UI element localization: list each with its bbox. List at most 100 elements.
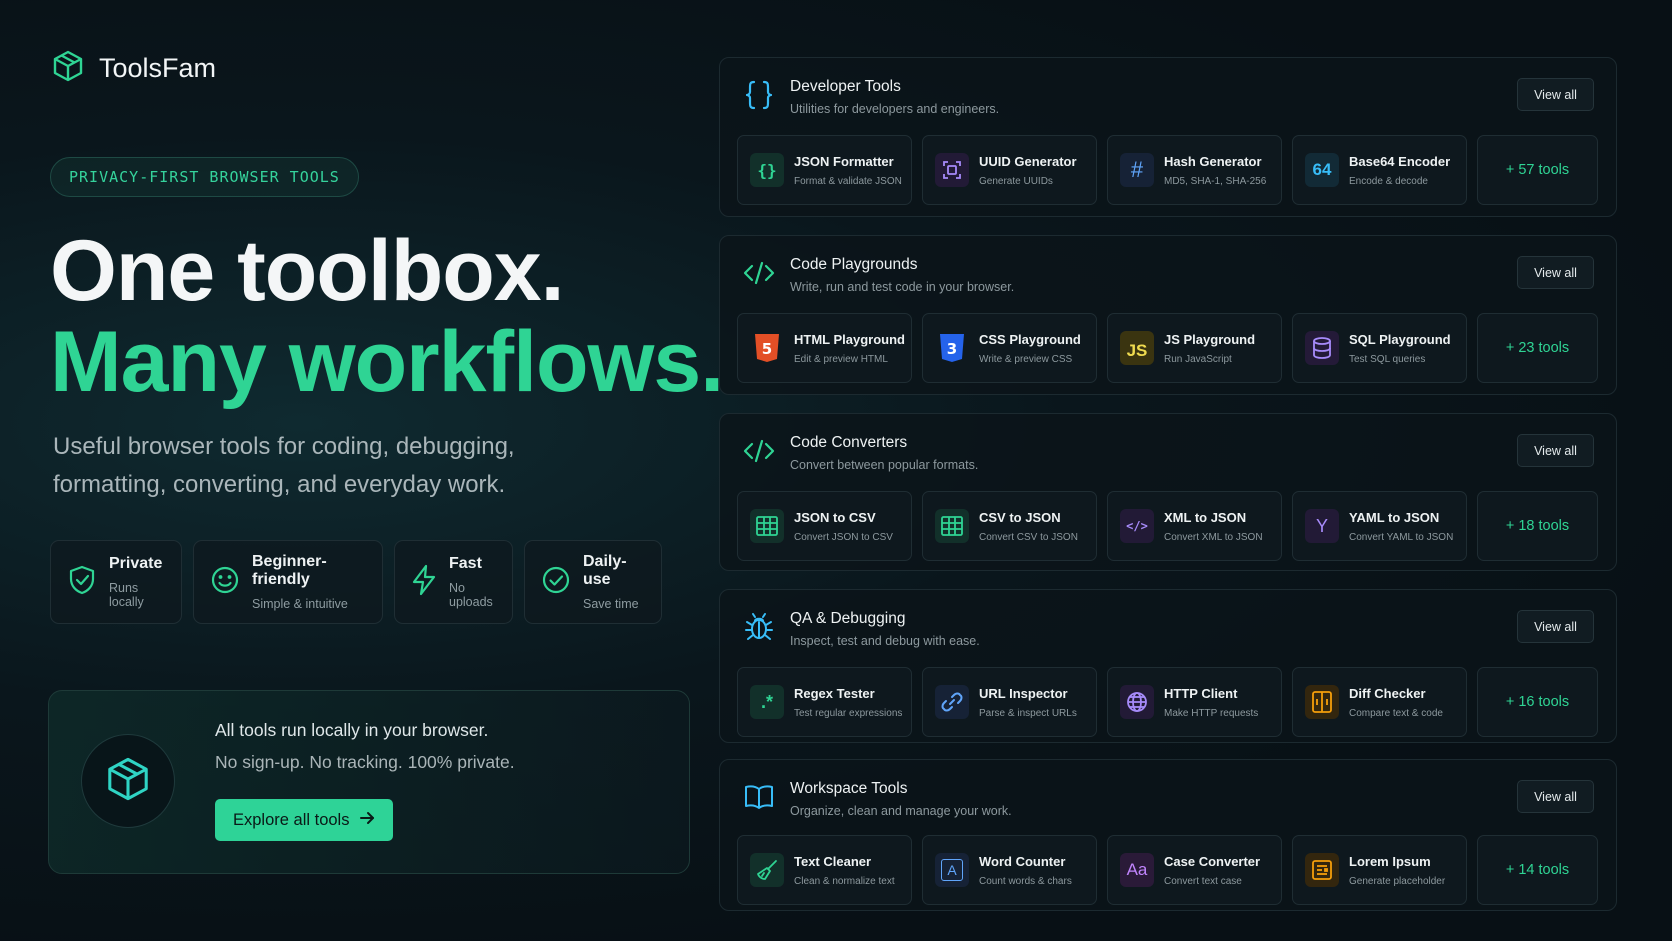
code-icon: </>	[1120, 509, 1154, 543]
category-description: Utilities for developers and engineers.	[790, 102, 1000, 116]
category-description: Organize, clean and manage your work.	[790, 804, 1012, 818]
tool-name: URL Inspector	[979, 685, 1068, 701]
tool-description: Generate UUIDs	[979, 175, 1053, 187]
feature-subtitle: Runs locally	[109, 581, 144, 609]
privacy-promo-card: All tools run locally in your browser. N…	[48, 690, 690, 874]
category-workspace-tools: Workspace Tools Organize, clean and mana…	[719, 759, 1617, 911]
tool-name: CSS Playground	[979, 331, 1081, 347]
tool-description: Convert JSON to CSV	[794, 531, 893, 543]
feature-beginner-friendly: Beginner-friendly Simple & intuitive	[193, 540, 383, 624]
more-tools-link[interactable]: + 23 tools	[1477, 313, 1598, 383]
tool-name: JSON Formatter	[794, 153, 894, 169]
tool-description: MD5, SHA-1, SHA-256	[1164, 175, 1267, 187]
database-icon	[1305, 331, 1339, 365]
letter-a-icon: A	[935, 853, 969, 887]
category-description: Convert between popular formats.	[790, 458, 979, 472]
table-icon	[750, 509, 784, 543]
feature-subtitle: No uploads	[449, 581, 493, 609]
bolt-icon	[411, 564, 437, 601]
tool-description: Parse & inspect URLs	[979, 707, 1077, 719]
hash-icon: #	[1120, 153, 1154, 187]
tool-name: JSON to CSV	[794, 509, 876, 525]
tool-description: Convert CSV to JSON	[979, 531, 1078, 543]
tool-card-json-to-csv[interactable]: JSON to CSV Convert JSON to CSV	[737, 491, 912, 561]
explore-all-tools-button[interactable]: Explore all tools	[215, 799, 394, 841]
tool-description: Edit & preview HTML	[794, 353, 888, 365]
view-all-button[interactable]: View all	[1517, 256, 1594, 289]
category-title: Developer Tools	[790, 78, 901, 95]
tool-name: HTML Playground	[794, 331, 905, 347]
tool-description: Format & validate JSON	[794, 175, 902, 187]
view-all-button[interactable]: View all	[1517, 78, 1594, 111]
broom-icon	[750, 853, 784, 887]
hero-title-line2: Many workflows.	[50, 314, 724, 410]
more-tools-link[interactable]: + 14 tools	[1477, 835, 1598, 905]
shield-check-icon	[67, 564, 97, 601]
view-all-button[interactable]: View all	[1517, 434, 1594, 467]
tool-name: Regex Tester	[794, 685, 875, 701]
tool-description: Write & preview CSS	[979, 353, 1073, 365]
feature-subtitle: Save time	[583, 597, 639, 611]
category-title: QA & Debugging	[790, 610, 906, 627]
yaml-icon: Y	[1305, 509, 1339, 543]
tool-name: XML to JSON	[1164, 509, 1247, 525]
tool-name: Word Counter	[979, 853, 1066, 869]
tool-description: Clean & normalize text	[794, 875, 895, 887]
cube-icon	[53, 50, 83, 87]
document-icon	[1305, 853, 1339, 887]
view-all-button[interactable]: View all	[1517, 780, 1594, 813]
tool-card-xml-to-json[interactable]: </> XML to JSON Convert XML to JSON	[1107, 491, 1282, 561]
tool-name: YAML to JSON	[1349, 509, 1440, 525]
diff-icon	[1305, 685, 1339, 719]
tool-name: SQL Playground	[1349, 331, 1451, 347]
bug-icon	[742, 610, 776, 644]
tool-name: Base64 Encoder	[1349, 153, 1451, 169]
brand-name: ToolsFam	[99, 53, 217, 83]
promo-badge	[81, 734, 175, 828]
table-icon	[935, 509, 969, 543]
tool-name: Diff Checker	[1349, 685, 1426, 701]
link-icon	[935, 685, 969, 719]
arrow-right-icon	[359, 811, 375, 830]
tool-name: Lorem Ipsum	[1349, 853, 1431, 869]
feature-subtitle: Simple & intuitive	[252, 597, 348, 611]
category-title: Workspace Tools	[790, 780, 908, 797]
feature-daily-use: Daily-use Save time	[524, 540, 662, 624]
tool-description: Encode & decode	[1349, 175, 1428, 187]
tool-name: JS Playground	[1164, 331, 1256, 347]
view-all-button[interactable]: View all	[1517, 610, 1594, 643]
more-tools-link[interactable]: + 57 tools	[1477, 135, 1598, 205]
more-tools-link[interactable]: + 18 tools	[1477, 491, 1598, 561]
svg-text:5: 5	[762, 340, 772, 358]
html5-icon: 5	[750, 331, 784, 365]
brand-logo[interactable]: ToolsFam	[53, 50, 216, 87]
tool-description: Test regular expressions	[794, 707, 903, 719]
tool-name: Case Converter	[1164, 853, 1261, 869]
tool-name: HTTP Client	[1164, 685, 1238, 701]
more-tools-link[interactable]: + 16 tools	[1477, 667, 1598, 737]
hero-subtitle: Useful browser tools for coding, debuggi…	[53, 433, 515, 498]
tool-description: Convert XML to JSON	[1164, 531, 1263, 543]
regex-icon: .*	[750, 685, 784, 719]
category-developer-tools: Developer Tools Utilities for developers…	[719, 57, 1617, 217]
hero-panel: ToolsFam PRIVACY-FIRST BROWSER TOOLS One…	[48, 0, 724, 941]
category-code-playgrounds: Code Playgrounds Write, run and test cod…	[719, 235, 1617, 395]
